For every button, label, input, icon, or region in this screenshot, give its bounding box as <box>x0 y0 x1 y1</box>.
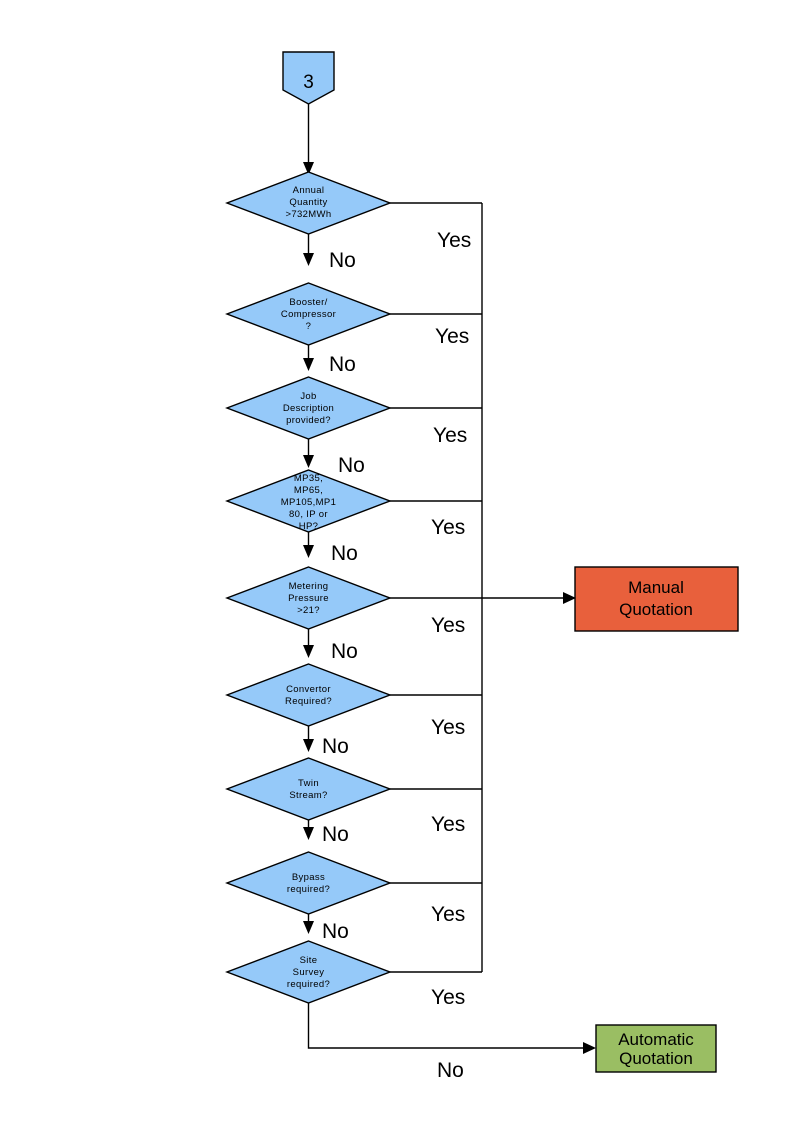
decision-label-line-1: Convertor <box>286 684 331 695</box>
decision-label-line-1: Annual <box>293 185 325 196</box>
decision-label-line-2: required? <box>287 884 330 895</box>
offpage-connector-label: 3 <box>303 72 314 93</box>
decision-label-line-1: Twin <box>298 778 319 789</box>
branch-label-yes: Yes <box>431 716 465 739</box>
edge-line <box>307 1003 583 1049</box>
decision-site-survey[interactable]: Site Survey required? <box>225 940 392 1004</box>
decision-diamond-shape <box>225 851 392 915</box>
decision-pressure-tier[interactable]: MP35, MP65, MP105,MP1 80, IP or HP? <box>225 469 392 533</box>
edge-convertor-required-no: No <box>303 726 349 758</box>
branch-label-no: No <box>322 920 349 943</box>
manual-quotation-box <box>574 566 739 632</box>
edge-job-description-yes: Yes <box>390 407 482 447</box>
branch-label-yes: Yes <box>431 813 465 836</box>
edge-start-to-annual-quantity <box>303 104 314 175</box>
decision-annual-quantity[interactable]: Annual Quantity >732MWh <box>225 171 392 235</box>
decision-label-line-1: Metering <box>289 581 329 592</box>
decision-label-line-2: Quantity <box>289 197 327 208</box>
decision-label-line-2: MP65, <box>294 485 323 496</box>
edge-twin-stream-yes: Yes <box>390 788 482 836</box>
edge-annual-quantity-no: No <box>303 234 356 272</box>
automatic-quotation-label-line-1: Automatic <box>618 1030 694 1049</box>
decision-label-line-1: MP35, <box>294 473 323 484</box>
branch-label-no: No <box>331 542 358 565</box>
arrow-head-icon <box>303 455 314 468</box>
edge-pressure-tier-yes: Yes <box>390 500 482 539</box>
decision-convertor-required[interactable]: Convertor Required? <box>225 663 392 727</box>
decision-diamond-shape <box>225 663 392 727</box>
branch-label-no: No <box>437 1059 464 1082</box>
edge-booster-compressor-no: No <box>303 345 356 376</box>
decision-label-line-3: ? <box>306 321 312 332</box>
arrow-head-icon <box>303 645 314 658</box>
branch-label-no: No <box>338 454 365 477</box>
arrow-head-icon <box>303 358 314 371</box>
decision-label-line-2: Stream? <box>289 790 327 801</box>
terminal-manual-quotation[interactable]: Manual Quotation <box>574 566 739 632</box>
manual-quotation-label-line-2: Quotation <box>619 600 693 619</box>
decision-label-line-2: Description <box>283 403 334 414</box>
automatic-quotation-box <box>595 1024 717 1073</box>
branch-label-yes: Yes <box>431 614 465 637</box>
decision-label-line-3: provided? <box>286 415 331 426</box>
decision-label-line-1: Site <box>300 955 318 966</box>
branch-label-yes: Yes <box>433 424 467 447</box>
decision-label-line-1: Booster/ <box>289 297 327 308</box>
manual-quotation-label-line-1: Manual <box>628 578 684 597</box>
decision-label-line-5: HP? <box>299 521 319 532</box>
decision-label-line-1: Bypass <box>292 872 325 883</box>
decision-diamond-shape <box>225 757 392 821</box>
arrow-head-icon <box>303 827 314 840</box>
edge-metering-pressure-yes: Yes <box>390 592 576 637</box>
edge-convertor-required-yes: Yes <box>390 694 482 739</box>
branch-label-yes: Yes <box>431 903 465 926</box>
edge-site-survey-no: No <box>307 1003 596 1082</box>
edge-metering-pressure-no: No <box>303 629 358 663</box>
decision-label-line-2: Survey <box>293 967 325 978</box>
branch-label-no: No <box>329 353 356 376</box>
branch-label-yes: Yes <box>431 516 465 539</box>
arrow-head-icon <box>303 545 314 558</box>
edge-site-survey-yes: Yes <box>390 971 482 1009</box>
decision-bypass-required[interactable]: Bypass required? <box>225 851 392 915</box>
branch-label-yes: Yes <box>431 986 465 1009</box>
branch-label-no: No <box>322 823 349 846</box>
decision-label-line-3: >732MWh <box>285 209 331 220</box>
decision-twin-stream[interactable]: Twin Stream? <box>225 757 392 821</box>
decision-label-line-2: Pressure <box>288 593 329 604</box>
branch-label-yes: Yes <box>437 229 471 252</box>
arrow-head-icon <box>303 162 314 175</box>
arrow-head-icon <box>583 1042 596 1054</box>
branch-label-no: No <box>331 640 358 663</box>
branch-label-no: No <box>322 735 349 758</box>
decision-label-line-1: Job <box>300 391 316 402</box>
edge-twin-stream-no: No <box>303 820 349 846</box>
decision-label-line-3: required? <box>287 979 330 990</box>
edge-pressure-tier-no: No <box>303 532 358 565</box>
edge-bypass-required-yes: Yes <box>390 882 482 926</box>
decision-booster-compressor[interactable]: Booster/ Compressor ? <box>225 282 392 346</box>
arrow-head-icon <box>303 739 314 752</box>
decision-metering-pressure[interactable]: Metering Pressure >21? <box>225 566 392 630</box>
offpage-connector-shape <box>282 51 335 105</box>
start-connector-3[interactable]: 3 <box>282 51 335 105</box>
decision-label-line-3: MP105,MP1 <box>281 497 336 508</box>
automatic-quotation-label-line-2: Quotation <box>619 1049 693 1068</box>
decision-label-line-2: Compressor <box>281 309 336 320</box>
decision-label-line-2: Required? <box>285 696 332 707</box>
decision-job-description[interactable]: Job Description provided? <box>225 376 392 440</box>
arrow-head-icon <box>303 253 314 266</box>
edge-annual-quantity-yes: Yes <box>390 202 482 252</box>
edge-booster-compressor-yes: Yes <box>390 313 482 348</box>
arrow-head-icon <box>303 921 314 934</box>
decision-label-line-3: >21? <box>297 605 320 616</box>
arrow-head-icon <box>563 592 576 604</box>
edge-job-description-no: No <box>303 439 365 477</box>
terminal-automatic-quotation[interactable]: Automatic Quotation <box>595 1024 717 1073</box>
branch-label-yes: Yes <box>435 325 469 348</box>
branch-label-no: No <box>329 249 356 272</box>
decision-label-line-4: 80, IP or <box>289 509 328 520</box>
edge-bypass-required-no: No <box>303 914 349 943</box>
